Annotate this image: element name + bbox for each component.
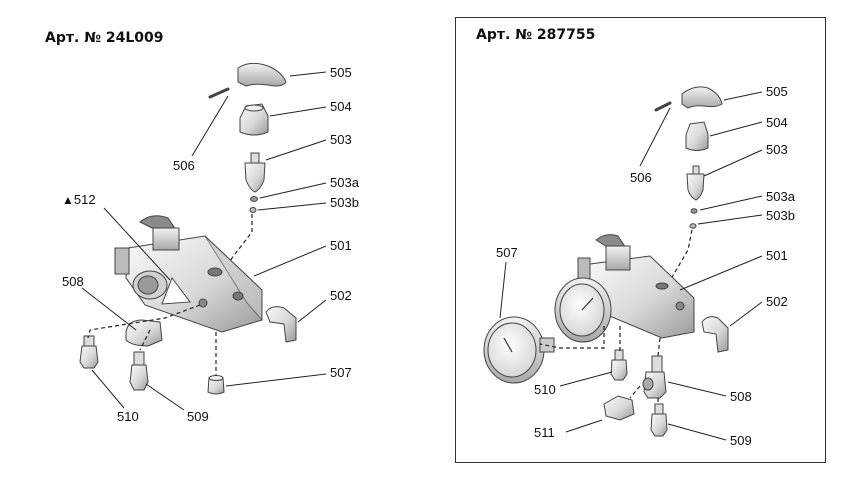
nipple-510-right: [610, 359, 628, 381]
callout-507: 507: [330, 365, 352, 380]
handle-505-right: [681, 86, 723, 109]
right-title: Арт. № 287755: [476, 27, 596, 43]
elbow-502: [265, 306, 297, 343]
elbow-502-right: [701, 316, 729, 353]
callout-502-right: 502: [766, 294, 788, 309]
callout-510: 510: [117, 409, 139, 424]
callout-506: 506: [173, 158, 195, 173]
cap-504: [239, 103, 269, 136]
left-title: Арт. № 24L009: [45, 30, 164, 46]
cap-504-right: [685, 121, 709, 151]
callout-504-right: 504: [766, 115, 788, 130]
seal-503b-right: [689, 223, 697, 229]
callout-510-right: 510: [534, 382, 556, 397]
callout-503: 503: [330, 132, 352, 147]
callout-508-right: 508: [730, 389, 752, 404]
nipple-509-right: [650, 413, 668, 437]
callout-508: 508: [62, 274, 84, 289]
pin-506-right: [654, 101, 672, 112]
callout-504: 504: [330, 99, 352, 114]
callout-503a-right: 503a: [766, 189, 795, 204]
callout-505-right: 505: [766, 84, 788, 99]
right-frame: [455, 17, 826, 463]
callout-503b-right: 503b: [766, 208, 795, 223]
plug-507: [207, 377, 225, 395]
right-assembly: [483, 86, 763, 441]
callout-507-right: 507: [496, 245, 518, 260]
pin-506: [208, 87, 230, 99]
warning-label-512: [161, 276, 191, 305]
seal-503b: [249, 207, 257, 213]
triangle-icon: ▲: [62, 193, 74, 207]
valve-503-right: [686, 173, 705, 201]
callout-509: 509: [187, 409, 209, 424]
seal-503a-right: [690, 208, 698, 214]
callout-509-right: 509: [730, 433, 752, 448]
callout-512: ▲512: [62, 192, 96, 207]
callout-501-right: 501: [766, 248, 788, 263]
nipple-509: [129, 364, 149, 391]
callout-503b: 503b: [330, 195, 359, 210]
valve-503: [244, 162, 266, 193]
handle-505: [237, 62, 287, 87]
seal-503a: [250, 196, 258, 202]
callout-502: 502: [330, 288, 352, 303]
elbow-511-right: [603, 395, 635, 421]
callout-501: 501: [330, 238, 352, 253]
callout-503-right: 503: [766, 142, 788, 157]
callout-506-right: 506: [630, 170, 652, 185]
callout-503a: 503a: [330, 175, 359, 190]
nipple-510: [79, 345, 99, 369]
callout-505: 505: [330, 65, 352, 80]
callout-511-right: 511: [534, 425, 555, 440]
left-assembly: [79, 62, 327, 411]
